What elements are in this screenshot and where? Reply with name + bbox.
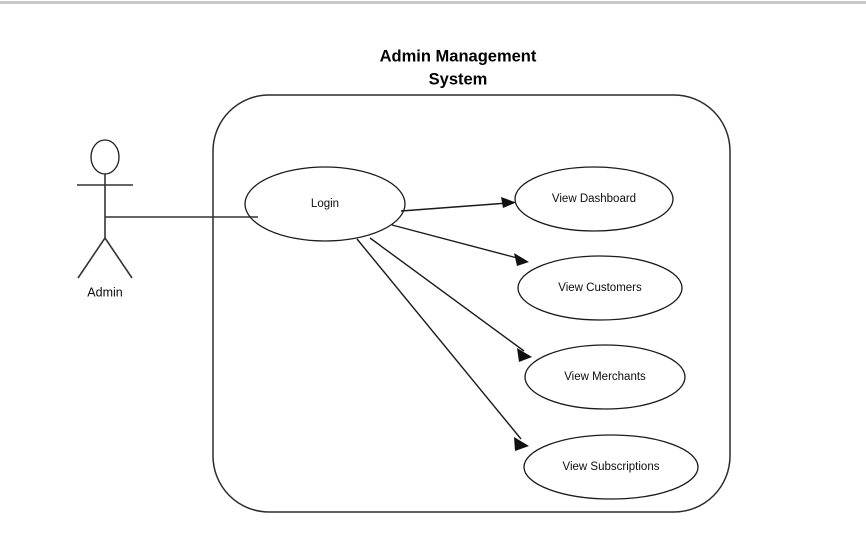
system-boundary-box [212, 94, 731, 513]
arrow-head-icon [501, 197, 516, 208]
use-case-view-merchants-ellipse [524, 344, 686, 410]
connector-login-to-view-dashboard [400, 197, 516, 212]
use-case-view-dashboard-label: View Dashboard [552, 193, 636, 205]
use-case-login-label: Login [311, 198, 339, 210]
use-case-view-customers[interactable]: View Customers [517, 255, 683, 321]
use-case-view-dashboard-ellipse [514, 166, 674, 232]
top-divider-rule [0, 1, 866, 4]
diagram-title-line2: System [429, 70, 488, 88]
connector-login-to-view-customers [391, 224, 529, 266]
use-case-login[interactable]: Login [244, 166, 406, 242]
use-case-view-subscriptions-label: View Subscriptions [563, 461, 660, 473]
arrow-head-icon [517, 348, 532, 362]
connector-login-to-view-merchants [369, 237, 532, 362]
connector-line [369, 237, 525, 352]
connector-line [391, 224, 522, 260]
actor-admin[interactable]: Admin [77, 139, 133, 299]
use-case-login-ellipse [244, 166, 406, 242]
use-case-view-merchants-label: View Merchants [564, 371, 646, 383]
use-case-view-merchants[interactable]: View Merchants [524, 344, 686, 410]
actor-label-admin: Admin [87, 285, 122, 299]
arrow-head-icon [514, 253, 529, 266]
use-case-view-subscriptions[interactable]: View Subscriptions [523, 434, 699, 500]
actor-head-icon [90, 139, 120, 175]
diagram-title-line1: Admin Management [380, 47, 537, 65]
use-case-view-subscriptions-ellipse [523, 434, 699, 500]
connector-line [400, 202, 509, 212]
use-case-view-dashboard[interactable]: View Dashboard [514, 166, 674, 232]
actor-left-leg-line [77, 237, 106, 279]
arrow-head-icon [514, 437, 529, 451]
use-case-view-customers-label: View Customers [558, 282, 642, 294]
actor-right-leg-line [104, 237, 133, 279]
connector-line [356, 238, 522, 440]
use-case-view-customers-ellipse [517, 255, 683, 321]
connector-login-to-view-subscriptions [356, 238, 529, 451]
